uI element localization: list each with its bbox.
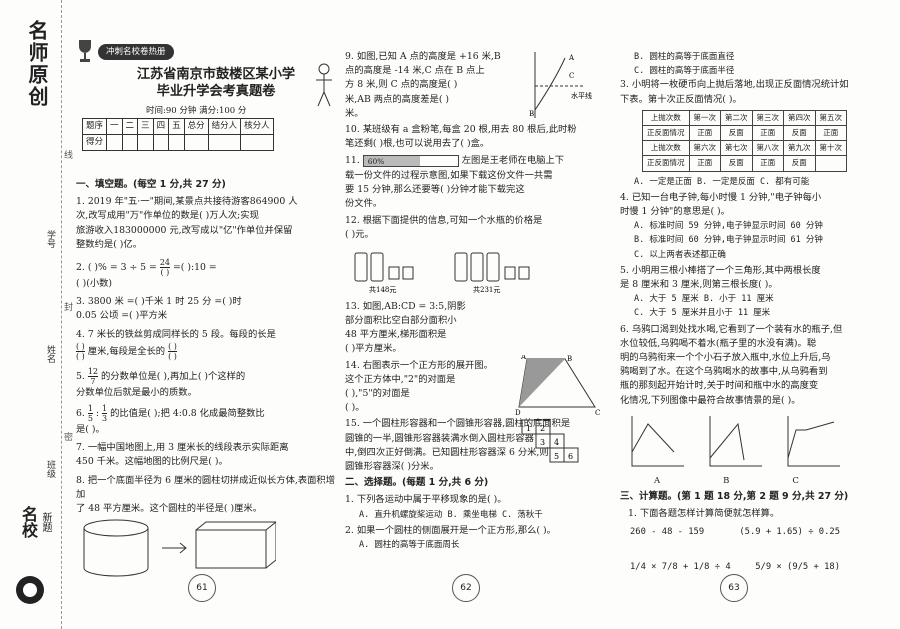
exam-meta: 时间:90 分钟 满分:100 分 bbox=[146, 106, 247, 116]
question-11: 11. 60% 左图是王老师在电脑上下 载一份文件的过程示意图,如果下载这份文件… bbox=[345, 154, 565, 210]
section-1-heading: 一、填空题。(每空 1 分,共 27 分) bbox=[76, 179, 226, 190]
graph-c bbox=[787, 415, 840, 467]
question-2: 2. ( )% = 3 ÷ 5 = 24( ) =( ):10 = ( )(小数… bbox=[76, 258, 217, 290]
score-cell[interactable] bbox=[207, 134, 242, 151]
altitude-diagram: A C 水平线 B bbox=[529, 52, 592, 118]
choice-question-5: 5. 小明用三根小棒搭了一个三角形,其中两根长度 是 8 厘米和 3 厘米,则第… bbox=[620, 264, 821, 319]
seal-seal-mark: 封 bbox=[64, 303, 74, 313]
binding-strip: 名师原创 学号 姓名 班级 线 封 密 名校 新题 bbox=[0, 0, 73, 629]
column-3: B. 圆柱的高等于底面直径 C. 圆柱的高等于底面半径 3. 小明将一枚硬币向上… bbox=[620, 50, 885, 574]
question-7: 7. 一幅中国地图上,用 3 厘米长的线段表示实际距离 450 千米。这幅地图的… bbox=[76, 442, 289, 468]
brand-top: 名师原创 bbox=[25, 20, 49, 108]
svg-text:6: 6 bbox=[568, 452, 573, 461]
svg-text:3: 3 bbox=[540, 438, 545, 447]
girl-figure-icon bbox=[316, 63, 332, 107]
water-level-graphs bbox=[626, 412, 885, 472]
seal-secret-mark: 密 bbox=[64, 433, 74, 443]
choice-question-4: 4. 已知一台电子钟,每小时慢 1 分钟,"电子钟每小 时慢 1 分钟"的意思是… bbox=[620, 191, 823, 260]
trapezoid-diagram: A B D C bbox=[515, 355, 600, 415]
svg-text:B: B bbox=[529, 110, 534, 118]
question-9: 9. 如图,已知 A 点的高度是 +16 米,B 点的高度是 -14 米,C 点… bbox=[345, 51, 501, 119]
question-3: 3. 3800 米 =( )千米 1 时 25 分 =( )时 0.05 公顷 … bbox=[76, 296, 242, 322]
svg-text:D: D bbox=[515, 409, 521, 415]
score-cell[interactable] bbox=[106, 134, 123, 151]
choice-question-1: 1. 下列各运动中属于平移现象的是( )。 A. 直升机螺旋桨运动 B. 乘坐电… bbox=[345, 494, 543, 520]
calc-row-2: 1/4 × 7/8 + 1/8 ÷ 4 5/9 × (9/5 + 18) bbox=[630, 561, 840, 572]
series-badge: 冲刺名校卷热册 bbox=[98, 44, 174, 61]
column-1: 冲刺名校卷热册 江苏省南京市鼓楼区某小学 毕业升学会考真题卷 时间:90 分钟 … bbox=[76, 40, 336, 583]
exam-title: 江苏省南京市鼓楼区某小学 毕业升学会考真题卷 bbox=[136, 67, 296, 99]
svg-text:5: 5 bbox=[554, 452, 559, 461]
svg-text:2: 2 bbox=[540, 424, 545, 433]
fraction: 24( ) bbox=[159, 258, 171, 278]
section-3-heading: 三、计算题。(第 1 题 18 分,第 2 题 9 分,共 27 分) bbox=[620, 491, 849, 503]
question-15: 15. 一个圆柱形容器和一个圆锥形容器,圆柱的底面积是 圆锥的一半,圆锥形容器装… bbox=[345, 418, 571, 473]
calc-row-1: 260 - 48 - 159 (5.9 + 1.65) ÷ 0.25 bbox=[630, 527, 840, 538]
graph-a bbox=[631, 415, 684, 467]
brand-logo-icon bbox=[16, 576, 44, 604]
column-2: 9. 如图,已知 A 点的高度是 +16 米,B 点的高度是 -14 米,C 点… bbox=[345, 50, 607, 554]
svg-text:共148元: 共148元 bbox=[369, 285, 396, 294]
question-1: 1. 2019 年"五·一"期间,某景点共接待游客864900 人 次,改写成用… bbox=[76, 196, 298, 250]
brand-bottom: 名校 bbox=[19, 506, 38, 538]
question-4: 4. 7 米长的铁丝剪成同样长的 5 段。每段的长是 ( )( ) 厘米,每段是… bbox=[76, 328, 276, 361]
svg-text:A: A bbox=[520, 355, 527, 361]
bottles-and-cups-diagram: 共148元 共231元 bbox=[354, 252, 530, 294]
name-label: 姓名 bbox=[45, 345, 55, 363]
download-progress-bar: 60% bbox=[362, 154, 459, 167]
question-12: 12. 根据下面提供的信息,可知一个水瓶的价格是 ( )元。 bbox=[345, 215, 543, 241]
score-cell[interactable] bbox=[168, 134, 185, 151]
score-cell[interactable] bbox=[121, 134, 139, 151]
svg-text:共231元: 共231元 bbox=[473, 285, 500, 294]
brand-bottom-sub: 新题 bbox=[40, 512, 51, 532]
svg-text:C: C bbox=[569, 72, 574, 80]
page-number-61: 61 bbox=[188, 574, 216, 602]
score-table: 题序 一 二 三 四 五 总分 结分人 核分人 得分 bbox=[81, 118, 274, 151]
seal-line-mark: 线 bbox=[64, 151, 74, 161]
score-cell[interactable] bbox=[183, 134, 209, 151]
page-number-63: 63 bbox=[720, 574, 748, 602]
score-cell[interactable] bbox=[240, 134, 274, 151]
section-2-heading: 二、选择题。(每题 1 分,共 6 分) bbox=[345, 477, 489, 489]
score-cell[interactable] bbox=[137, 134, 154, 151]
coin-toss-table: 上抛次数第一次第二次第三次第四次第五次 正反面情况正面反面正面反面正面 上抛次数… bbox=[642, 109, 847, 172]
svg-text:C: C bbox=[595, 409, 600, 415]
student-number-label: 学号 bbox=[45, 230, 55, 248]
page-number-62: 62 bbox=[452, 574, 480, 602]
svg-text:水平线: 水平线 bbox=[571, 91, 592, 100]
trophy-icon bbox=[79, 40, 91, 62]
download-progress-fill bbox=[363, 155, 421, 166]
cylinder-cut-diagram bbox=[83, 519, 278, 577]
score-cell[interactable] bbox=[152, 134, 170, 151]
exam-header: 冲刺名校卷热册 江苏省南京市鼓楼区某小学 毕业升学会考真题卷 时间:90 分钟 … bbox=[76, 40, 336, 176]
svg-text:4: 4 bbox=[554, 438, 559, 447]
question-10: 10. 某班级有 a 盒粉笔,每盒 20 根,用去 80 根后,此时粉 笔还剩(… bbox=[345, 124, 577, 150]
question-8: 8. 把一个底面半径为 6 厘米的圆柱切拼成近似长方体,表面积增加 了 48 平… bbox=[76, 474, 336, 515]
class-label: 班级 bbox=[45, 460, 55, 478]
choice-question-2: 2. 如果一个圆柱的侧面展开是一个正方形,那么( )。 A. 圆柱的高等于底面周… bbox=[345, 524, 556, 551]
choice-question-3: 3. 小明将一枚硬币向上抛后落地,出现正反面情况统计如 下表。第十次正反面情况(… bbox=[620, 79, 849, 187]
cube-net-diagram: 1 2 3 4 5 6 bbox=[521, 419, 579, 463]
question-13: 13. 如图,AB:CD = 3:5,阴影 部分面积比空白部分面积小 48 平方… bbox=[345, 300, 466, 355]
svg-text:1: 1 bbox=[526, 424, 531, 433]
graph-b bbox=[709, 415, 762, 467]
svg-text:B: B bbox=[567, 355, 572, 363]
choice-question-6: 6. 乌鸦口渴到处找水喝,它看到了一个装有水的瓶子,但 水位较低,乌鸦喝不着水(… bbox=[620, 323, 843, 406]
svg-text:A: A bbox=[568, 54, 575, 62]
question-14: 14. 右图表示一个正方形的展开图。 这个正方体中,"2"的对面是 ( ),"5… bbox=[345, 359, 493, 414]
graph-labels: A B C bbox=[654, 475, 799, 486]
